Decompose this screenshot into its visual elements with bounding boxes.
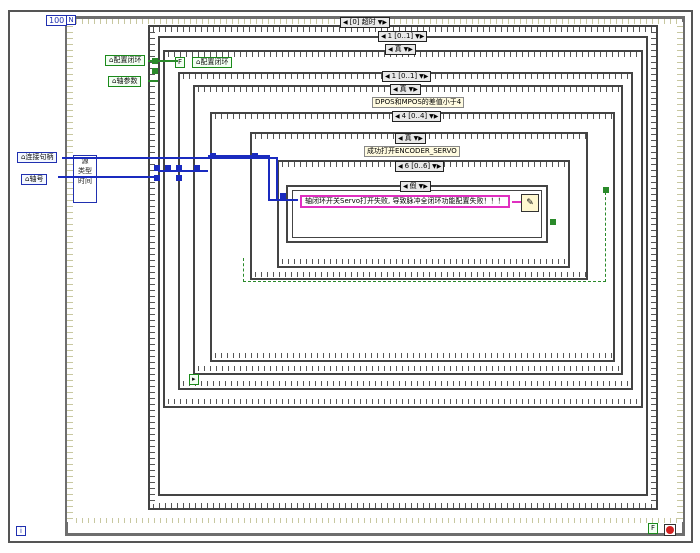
- green-tunnel-right: [603, 187, 609, 193]
- loop-right-film: [677, 22, 683, 522]
- false-case-tunnel: [550, 219, 556, 225]
- false-constant-bottom[interactable]: F: [648, 523, 659, 534]
- wire-to-string: [268, 199, 298, 201]
- dialog-icon[interactable]: ✎: [521, 194, 539, 212]
- case-outer-film-bottom: [150, 503, 656, 508]
- case-level8-film-b: [279, 259, 568, 264]
- loop-count-terminal-icon: N: [66, 15, 76, 25]
- wire-green-2: [148, 80, 158, 82]
- tunnel-8: [154, 175, 160, 181]
- dpos-mpos-label: DPOS和MPOS的差值小于4: [372, 97, 465, 108]
- case-selector-false[interactable]: ◀假▼▶: [400, 181, 431, 192]
- config-closed-loop-local[interactable]: ⌂配置闭环: [192, 57, 233, 68]
- tunnel-4: [194, 165, 200, 171]
- wire-v2: [276, 157, 278, 199]
- tunnel-5: [210, 153, 216, 159]
- axis-param-control[interactable]: ⌂轴参数: [108, 76, 142, 87]
- axis-no-control[interactable]: ⌂轴号: [21, 174, 48, 185]
- type-time: 时间: [78, 177, 92, 185]
- loop-count-constant[interactable]: 100: [46, 15, 68, 26]
- wire-green-1: [148, 60, 178, 62]
- tunnel-9: [176, 175, 182, 181]
- tunnel-7: [280, 193, 286, 199]
- false-constant[interactable]: F: [175, 57, 186, 68]
- case-selector-1[interactable]: ◀1 [0..1]▼▶: [378, 31, 428, 42]
- case-selector-true1[interactable]: ◀真▼▶: [385, 44, 416, 55]
- case-level3-film-b: [165, 399, 641, 404]
- stop-icon[interactable]: [664, 524, 676, 536]
- wire-branch: [208, 155, 268, 157]
- case-outer-film-right: [651, 32, 656, 504]
- green-tunnel-2: [152, 68, 158, 74]
- tunnel-6: [252, 153, 258, 159]
- green-indicator-bottom: ▸: [189, 374, 199, 385]
- loop-bottom-film: [73, 518, 677, 523]
- tunnel-2: [165, 165, 171, 171]
- green-dashed-bottom: [243, 281, 606, 282]
- case-outer-film-top: [150, 27, 656, 32]
- wire-conn: [62, 157, 277, 159]
- tunnel-1: [154, 165, 160, 171]
- case-selector-6[interactable]: ◀6 [0..6]▼▶: [395, 161, 445, 172]
- case-selector-true2[interactable]: ◀真▼▶: [390, 84, 421, 95]
- config-closed-loop-control[interactable]: ⌂配置闭环: [105, 55, 146, 66]
- type-block: 源 类型 时间: [73, 155, 97, 203]
- loop-iteration-terminal: i: [16, 526, 26, 536]
- wire-axis: [58, 176, 158, 178]
- tunnel-3: [176, 165, 182, 171]
- wire-axis2: [158, 170, 208, 172]
- loop-left-film: [67, 22, 73, 522]
- case-selector-true3[interactable]: ◀真▼▶: [395, 133, 426, 144]
- case-level7-film-b: [252, 272, 586, 277]
- case-level5-film-b: [195, 366, 621, 371]
- green-dashed-left: [243, 258, 244, 282]
- case-selector-4[interactable]: ◀4 [0..4]▼▶: [392, 111, 442, 122]
- green-dashed-right: [605, 192, 606, 282]
- error-message-string: 轴闭环开关Servo打开失败, 导致脉冲全闭环功能配置失败！！！: [300, 195, 510, 208]
- encoder-servo-label: 成功打开ENCODER_SERVO: [364, 146, 460, 157]
- type-source: 源: [81, 157, 89, 165]
- conn-handle-control[interactable]: ⌂连接句柄: [17, 152, 58, 163]
- case-level4-film-b: [180, 381, 631, 386]
- type-type: 类型: [78, 167, 92, 175]
- wire-down: [268, 155, 270, 200]
- case-selector-2[interactable]: ◀1 [0..1]▼▶: [382, 71, 432, 82]
- diagram-border: [8, 10, 693, 543]
- pink-wire: [512, 201, 522, 203]
- case-selector-timeout[interactable]: ◀[0] 超时▼▶: [340, 17, 390, 28]
- case-outer-film-left: [150, 32, 155, 504]
- case-level6-film-b: [212, 353, 613, 358]
- green-tunnel-1: [152, 58, 158, 64]
